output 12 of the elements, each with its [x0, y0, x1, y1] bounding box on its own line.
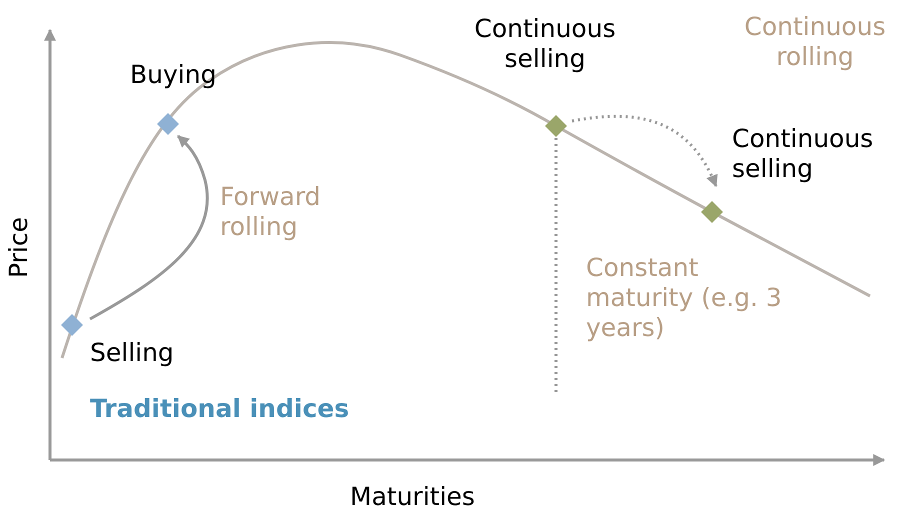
group-label: Traditional indices: [90, 394, 350, 424]
edge-label: Forward rolling: [220, 182, 322, 242]
arrow: [89, 134, 209, 320]
point-label: Continuous selling: [732, 124, 874, 184]
point-label: Selling: [90, 338, 174, 368]
axis-label: Price: [4, 217, 34, 278]
edge-label: Continuous rolling: [743, 12, 887, 72]
axis-label: Maturities: [350, 482, 475, 512]
point-label: Continuous selling: [473, 14, 617, 74]
point-label: Buying: [130, 60, 216, 90]
annotation: Constant maturity (e.g. 3 years): [586, 253, 783, 343]
arrow: [572, 114, 718, 188]
